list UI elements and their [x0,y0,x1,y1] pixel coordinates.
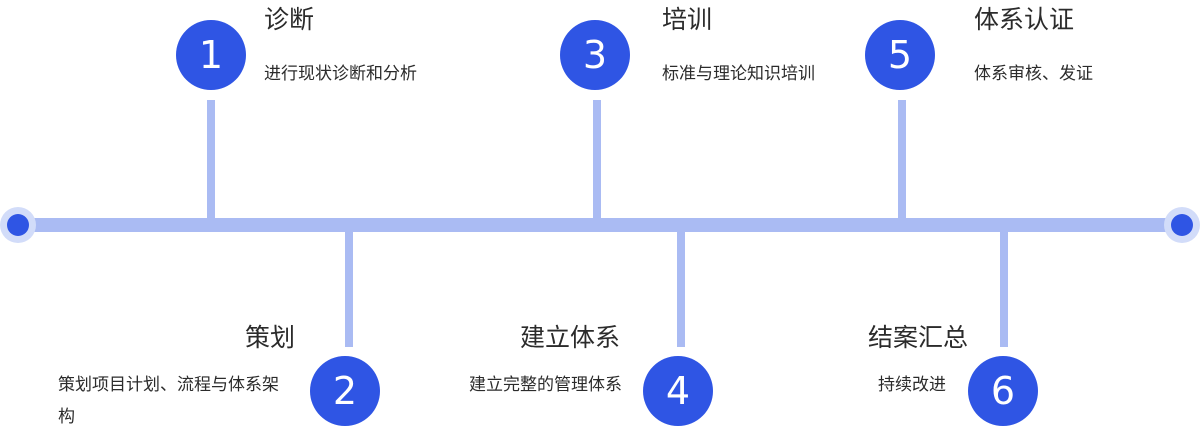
step-3-title: 培训 [662,5,713,34]
step-5-title: 体系认证 [974,5,1075,34]
step-6-connector [1000,232,1008,347]
step-3-connector [593,100,601,218]
timeline-end-dot [1164,207,1200,243]
timeline-start-dot [0,207,36,243]
step-2-connector [345,232,353,347]
step-2-badge: 2 [310,356,380,426]
step-1-description: 进行现状诊断和分析 [264,64,417,84]
step-6-title: 结案汇总 [867,323,968,352]
step-5-connector [898,100,906,218]
step-1-badge: 1 [176,20,246,90]
step-3-badge: 3 [560,20,630,90]
timeline-axis [18,218,1182,232]
step-2-description: 策划项目计划、流程与体系架构 [58,375,279,427]
step-4-description: 建立完整的管理体系 [469,375,622,395]
step-1-title: 诊断 [264,5,315,34]
step-6-description: 持续改进 [878,375,946,395]
step-6-badge: 6 [968,356,1038,426]
step-1-connector [207,100,215,218]
step-5-badge: 5 [865,20,935,90]
step-4-badge: 4 [643,356,713,426]
step-2-title: 策划 [244,323,295,352]
step-3-description: 标准与理论知识培训 [662,64,815,84]
step-5-description: 体系审核、发证 [974,64,1093,84]
step-4-connector [677,232,685,347]
step-4-title: 建立体系 [519,323,620,352]
